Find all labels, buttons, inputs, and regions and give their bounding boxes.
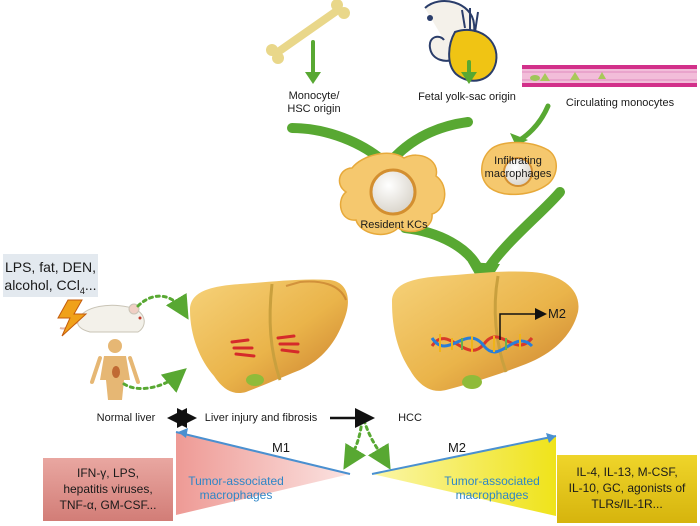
tam-m1-label: Tumor-associated macrophages: [188, 474, 284, 502]
m1-stimuli-text: IFN-γ, LPS, hepatitis viruses, TNF-α, GM…: [43, 465, 173, 513]
fetal-yolk-sac-origin-label: Fetal yolk-sac origin: [418, 91, 516, 103]
infiltrating-macrophage-cell: [481, 141, 557, 196]
m1-stimuli-box: [43, 458, 173, 521]
m2-liver-label: M2: [547, 306, 567, 321]
m1-stimuli-line-3: TNF-α, GM-CSF...: [59, 498, 157, 512]
monocyte-hsc-origin-label: Monocyte/ HSC origin: [287, 90, 341, 115]
m2-stimuli-line-1: IL-4, IL-13, M-CSF,: [576, 465, 678, 479]
hcc-liver-illustration: [392, 271, 579, 391]
embryo-yolk-sac-icon: [424, 0, 498, 82]
circulating-monocytes-label: Circulating monocytes: [565, 97, 675, 109]
normal-liver-label: Normal liver: [96, 412, 156, 424]
bone-icon: [266, 0, 350, 64]
stimuli-line-2-suffix: ...: [84, 277, 97, 293]
resident-kc-cell: [338, 152, 446, 236]
resident-kcs-label: Resident KCs: [360, 219, 428, 231]
stimuli-line-2-subscript: 4: [79, 285, 85, 296]
m2-stimuli-text: IL-4, IL-13, M-CSF, IL-10, GC, agonists …: [557, 464, 697, 512]
blood-vessel-icon: [522, 65, 697, 87]
stimulus-dotted-arrows: [122, 292, 391, 470]
liver-injury-fibrosis-label: Liver injury and fibrosis: [204, 412, 318, 424]
stimuli-line-1: LPS, fat, DEN,: [4, 259, 97, 275]
m2-stimuli-box: [557, 455, 697, 523]
m1-stimuli-line-1: IFN-γ, LPS,: [76, 466, 139, 480]
infiltrating-macrophages-label: Infiltrating macrophages: [484, 155, 552, 180]
lightning-icon: [57, 299, 88, 337]
tam-m2-label: Tumor-associated macrophages: [444, 474, 540, 502]
injured-liver-illustration: [190, 279, 348, 394]
hcc-label: HCC: [398, 412, 422, 424]
polarization-wedges: [175, 428, 557, 516]
m1-label: M1: [271, 440, 291, 455]
stimuli-line-2: alcohol, CCl4...: [3, 276, 98, 300]
m2-stimuli-line-2: IL-10, GC, agonists of: [568, 481, 686, 495]
stimuli-box: [3, 254, 98, 297]
stimuli-text: LPS, fat, DEN, alcohol, CCl4...: [3, 258, 98, 300]
m1-stimuli-line-2: hepatitis viruses,: [63, 482, 153, 496]
dna-helix-icon: [430, 334, 534, 354]
m2-label: M2: [447, 440, 467, 455]
m2-stimuli-line-3: TLRs/IL-1R...: [591, 497, 663, 511]
human-figure-icon: [90, 339, 140, 400]
stimuli-line-2-prefix: alcohol, CCl: [4, 277, 80, 293]
